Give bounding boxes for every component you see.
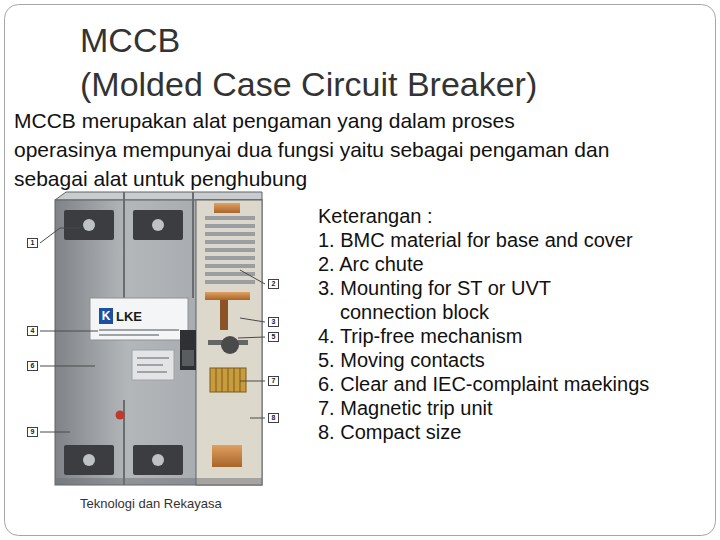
plate-print-line xyxy=(137,364,163,366)
terminal-screw xyxy=(83,219,95,231)
leader-line xyxy=(250,418,265,419)
terminal-screw xyxy=(152,454,164,466)
push-to-trip-button xyxy=(116,411,125,420)
arc-chute-plate xyxy=(205,248,255,252)
coil-winding xyxy=(222,368,223,392)
trip-mechanism xyxy=(221,336,239,354)
callout-number: 6 xyxy=(27,361,38,371)
coil-winding xyxy=(240,368,241,392)
arc-chute-plate xyxy=(205,264,255,268)
arc-chute-plate xyxy=(205,216,255,220)
cutaway-pole xyxy=(196,200,262,485)
layout-spacer xyxy=(230,18,600,62)
contact-arm xyxy=(220,300,228,330)
case-top-bevel xyxy=(55,192,262,200)
list-item: 3. Mounting for ST or UVT connection blo… xyxy=(318,276,600,324)
arc-chute-plate xyxy=(205,224,255,228)
plate-print-line xyxy=(99,334,159,336)
parts-list: Keterangan :1. BMC material for base and… xyxy=(318,204,698,444)
terminal-opening xyxy=(64,210,114,240)
coil-winding xyxy=(228,368,229,392)
callout-number: 4 xyxy=(27,326,38,336)
leader-line xyxy=(240,381,265,382)
body-block: MCCB merupakan alat pengaman yang dalam … xyxy=(14,106,664,193)
slide-frame xyxy=(5,5,716,536)
leader-line xyxy=(240,318,265,322)
moving-contact xyxy=(205,292,250,300)
slide-title: MCCB (Molded Case Circuit Breaker) xyxy=(80,21,537,103)
operating-handle xyxy=(182,350,194,366)
terminal-opening xyxy=(64,445,114,475)
list-item: 6. Clear and IEC-complaint maekings xyxy=(318,372,698,396)
terminal-screw xyxy=(83,454,95,466)
plate-print-line xyxy=(137,357,169,359)
callout-number: 1 xyxy=(27,238,38,248)
rating-plate xyxy=(132,350,174,380)
case-shadow xyxy=(55,478,262,485)
coil-winding xyxy=(234,368,235,392)
handle-housing xyxy=(180,330,196,370)
list-item: 2. Arc chute xyxy=(318,252,698,276)
layout-spacer xyxy=(554,106,664,135)
breaker-case xyxy=(55,200,262,485)
list-heading: Keterangan : xyxy=(318,204,698,228)
terminal-opening xyxy=(133,445,183,475)
arc-chute-plate xyxy=(205,240,255,244)
leader-line xyxy=(240,270,265,284)
plate-print-line xyxy=(137,371,167,373)
plate-print-line xyxy=(99,329,179,331)
list-item: 7. Magnetic trip unit xyxy=(318,396,698,420)
callout-number: 7 xyxy=(268,376,279,386)
leader-line xyxy=(40,228,80,243)
callout-number: 9 xyxy=(27,427,38,437)
footer-text: Teknologi dan Rekayasa xyxy=(80,496,222,511)
pole-divider xyxy=(123,192,125,298)
title-block: MCCB (Molded Case Circuit Breaker) xyxy=(80,18,600,106)
callout-number: 5 xyxy=(268,332,279,342)
body-text: MCCB merupakan alat pengaman yang dalam … xyxy=(14,109,609,190)
callout-number: 2 xyxy=(268,279,279,289)
list-item: 1. BMC material for base and cover xyxy=(318,228,698,252)
brand-name: LKE xyxy=(116,309,142,324)
leader-line xyxy=(40,366,95,367)
terminal-screw xyxy=(152,219,164,231)
leader-line xyxy=(40,331,98,332)
callout-number: 8 xyxy=(268,413,279,423)
leader-line xyxy=(40,432,70,433)
brand-logo-box xyxy=(99,308,113,324)
list-item: 4. Trip-free mechanism xyxy=(318,324,698,348)
load-terminal xyxy=(212,445,242,467)
leader-line xyxy=(238,337,265,338)
arc-chute-plate xyxy=(205,232,255,236)
pole-divider xyxy=(192,192,194,298)
label-plate xyxy=(90,298,188,340)
arc-chute-plate xyxy=(205,256,255,260)
line-terminal xyxy=(214,203,240,213)
arc-chute-plate xyxy=(205,280,255,284)
list-item: 5. Moving contacts xyxy=(318,348,698,372)
magnetic-trip-unit xyxy=(210,368,246,392)
brand-logo: K xyxy=(99,308,113,324)
terminal-opening xyxy=(133,210,183,240)
list-item: 8. Compact size xyxy=(318,420,698,444)
callout-number: 3 xyxy=(268,317,279,327)
coil-winding xyxy=(216,368,217,392)
